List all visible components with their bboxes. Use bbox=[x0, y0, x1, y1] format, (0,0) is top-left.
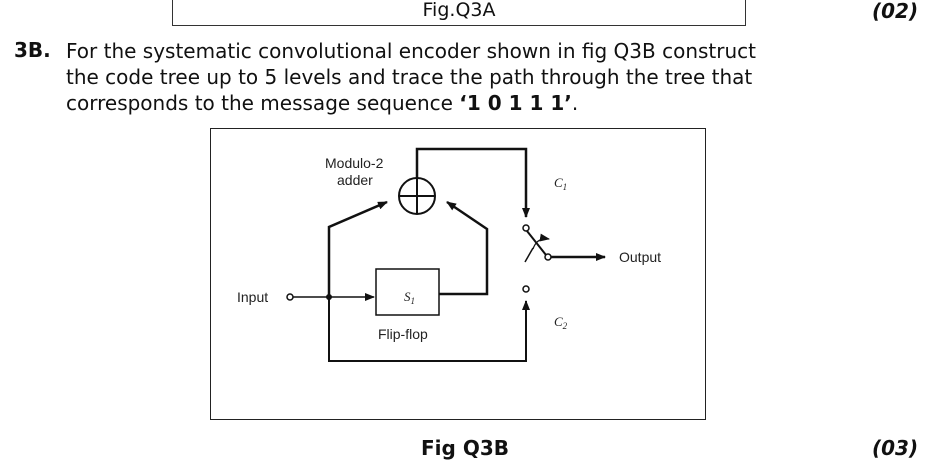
encoder-diagram: S1 Modulo-2 adder Input Output Flip-flop… bbox=[210, 128, 706, 420]
question-line-3-prefix: corresponds to the message sequence bbox=[66, 91, 460, 115]
flipflop-box bbox=[375, 268, 440, 316]
question-number: 3B. bbox=[14, 38, 51, 62]
encoder-diagram-svg: S1 Modulo-2 adder Input Output Flip-flop… bbox=[237, 147, 661, 362]
output-label: Output bbox=[619, 249, 661, 265]
flipflop-state-label: S1 bbox=[404, 289, 415, 306]
c1-contact bbox=[522, 224, 530, 232]
c1-label: C1 bbox=[554, 175, 567, 192]
message-sequence: ‘1 0 1 1 1’ bbox=[459, 91, 572, 115]
question-line-3-suffix: . bbox=[571, 91, 579, 115]
input-terminal bbox=[286, 293, 294, 301]
previous-figure-caption: Fig.Q3A bbox=[422, 0, 496, 21]
previous-question-marks: (02) bbox=[872, 0, 919, 23]
question-line-2: the code tree up to 5 levels and trace t… bbox=[66, 65, 753, 89]
switch-rotation-arrow bbox=[532, 233, 550, 250]
figure-caption: Fig Q3B bbox=[421, 436, 509, 460]
flipflop-to-adder-line bbox=[439, 200, 489, 296]
adder-label-line2: adder bbox=[337, 172, 373, 188]
previous-figure-frame: Fig.Q3A bbox=[172, 0, 746, 26]
flipflop-label: Flip-flop bbox=[378, 326, 428, 342]
question-marks: (03) bbox=[872, 436, 919, 460]
question-text: For the systematic convolutional encoder… bbox=[66, 38, 906, 116]
switch-lower-tick bbox=[524, 247, 534, 263]
switch-pivot bbox=[544, 253, 552, 261]
c2-label: C2 bbox=[554, 314, 568, 331]
input-label: Input bbox=[237, 289, 268, 305]
question-line-3: corresponds to the message sequence ‘1 0… bbox=[66, 90, 906, 116]
adder-to-c1-line bbox=[415, 147, 530, 218]
input-to-c2-line bbox=[328, 297, 530, 362]
question-line-1: For the systematic convolutional encoder… bbox=[66, 39, 756, 63]
c2-contact bbox=[522, 285, 530, 293]
adder-label-line1: Modulo-2 bbox=[325, 155, 384, 171]
input-to-adder-line bbox=[327, 200, 388, 297]
